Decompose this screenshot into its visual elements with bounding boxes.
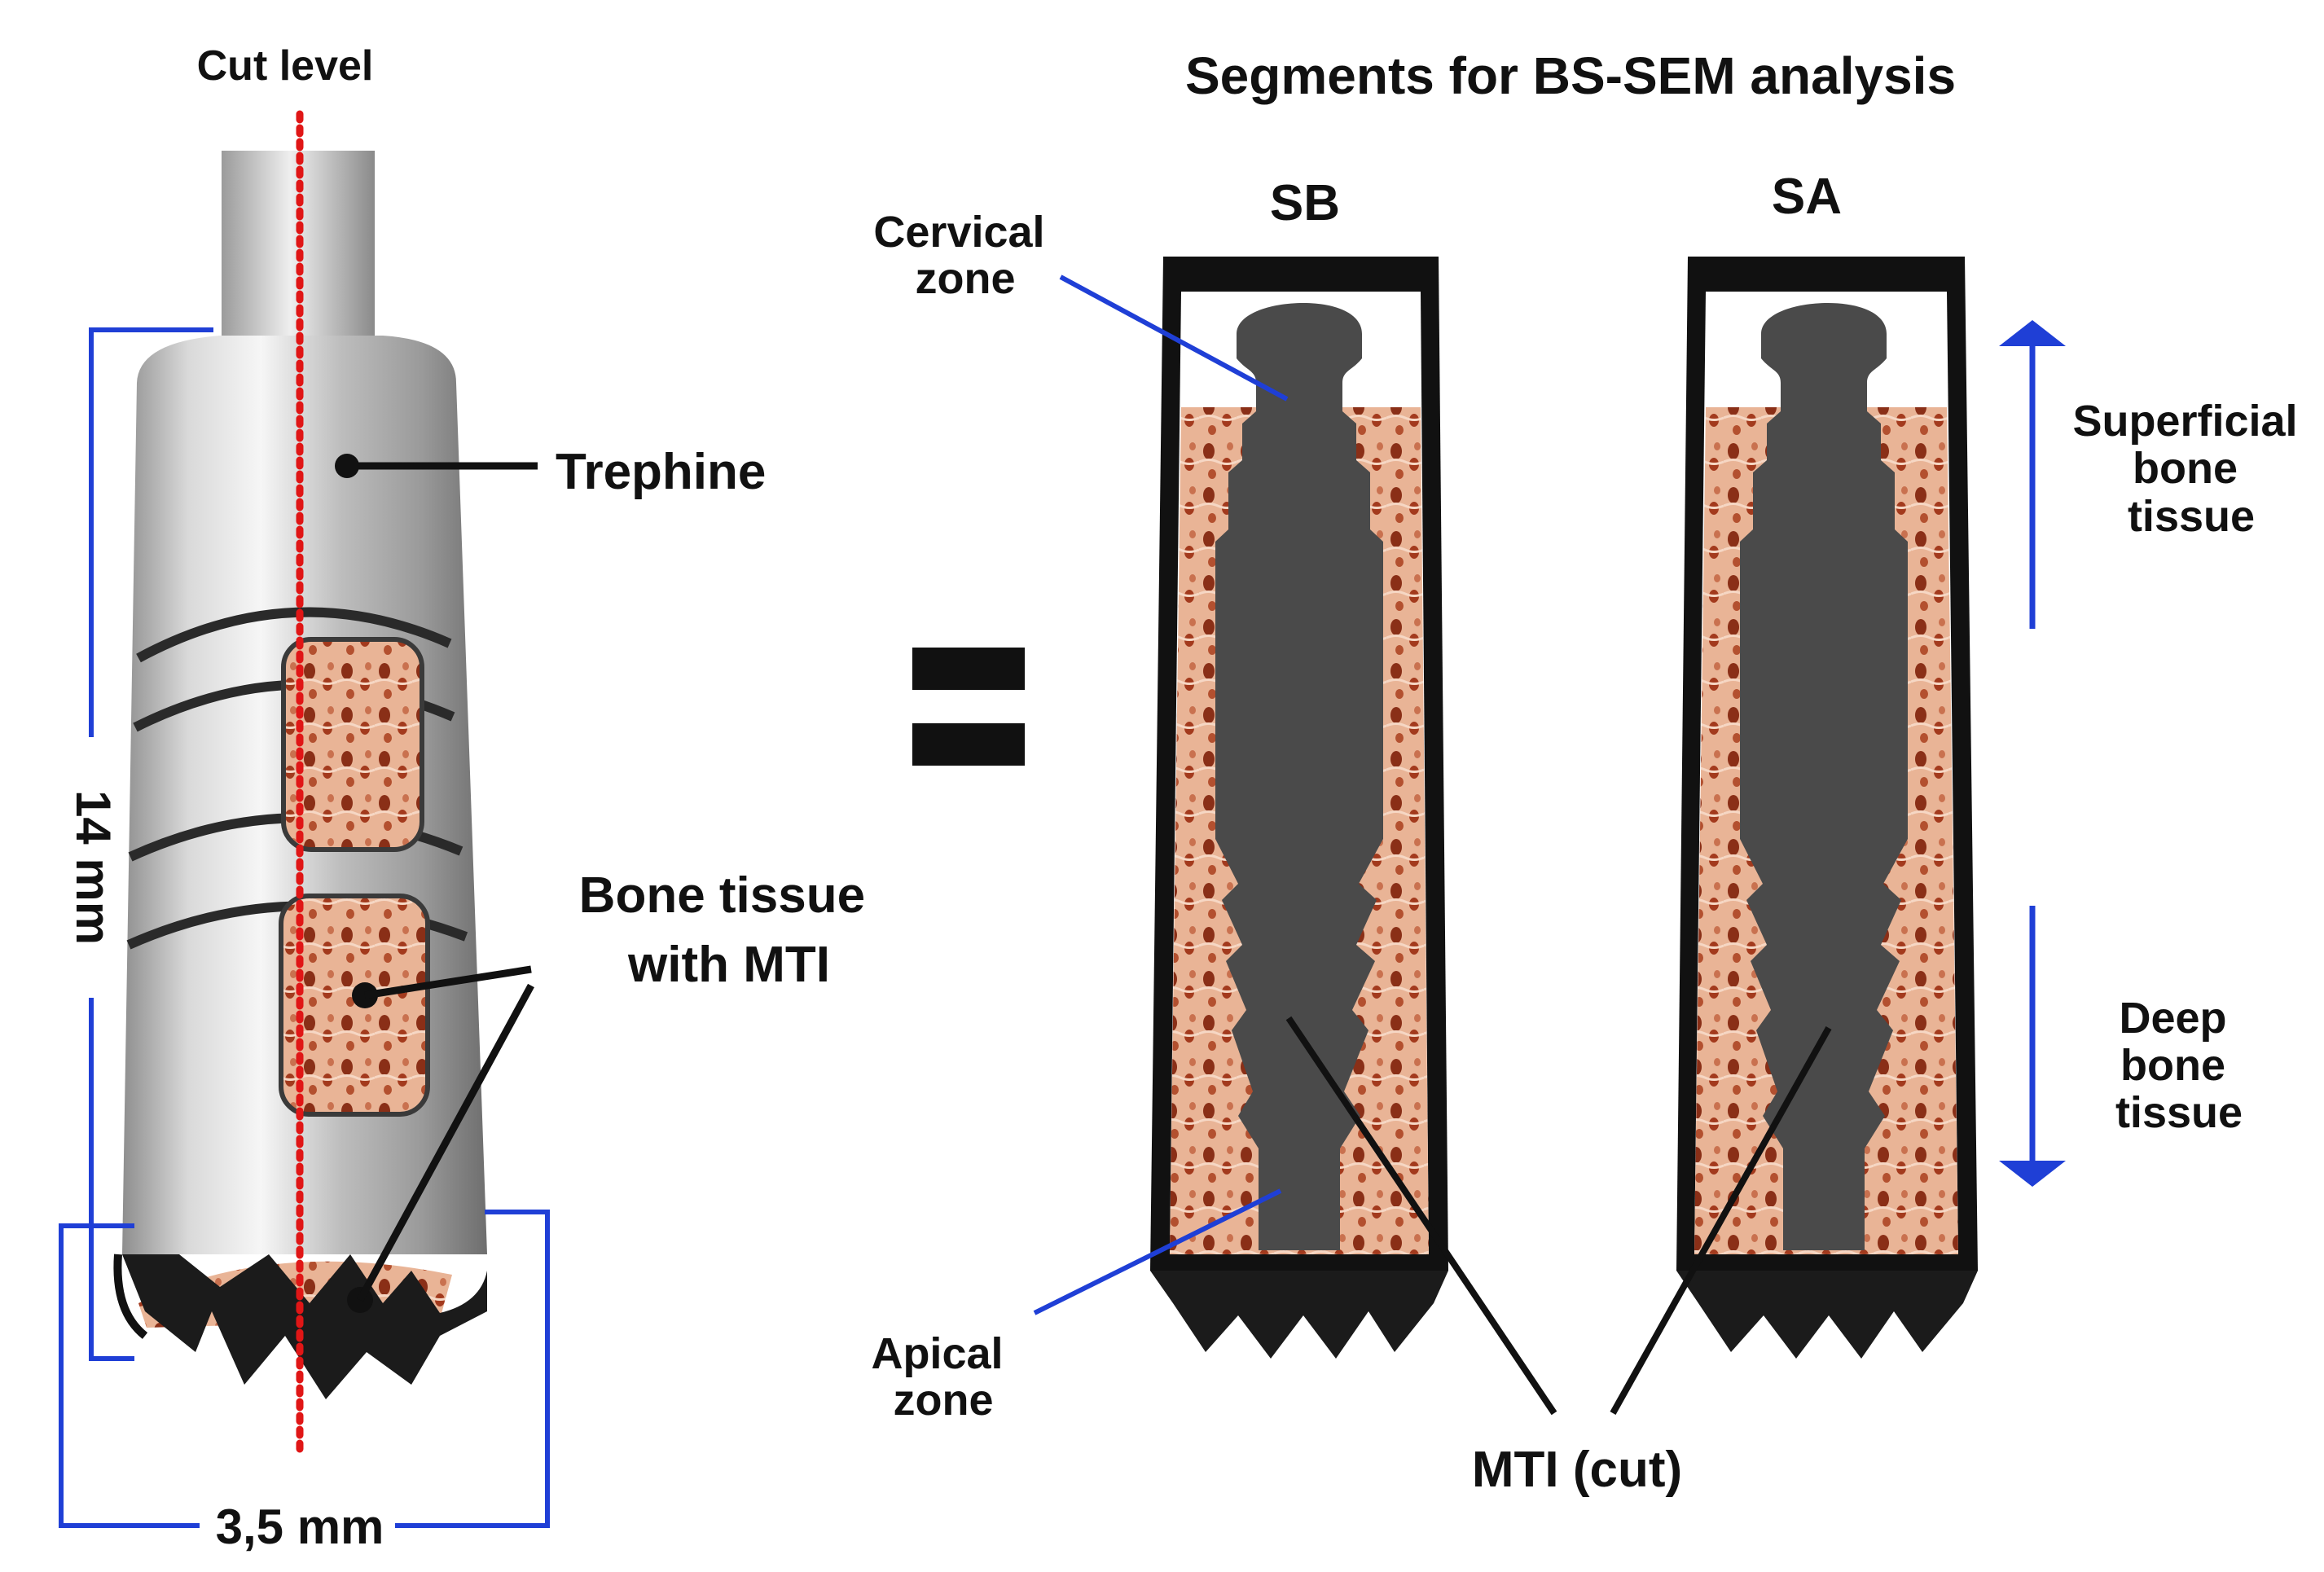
segment-sa (1676, 257, 1978, 1359)
cervical-zone-line1: Cervical (873, 208, 1044, 257)
cervical-zone-pointer (1059, 274, 1289, 402)
trephine-drill (113, 151, 487, 1399)
deep-line2: bone (2120, 1041, 2225, 1090)
trephine-rim (113, 1254, 148, 1339)
bone-window-upper (281, 637, 424, 852)
equals-bar-bottom (912, 723, 1025, 766)
length-bracket (89, 327, 213, 1361)
trephine-label: Trephine (556, 444, 766, 500)
mti-pointer-sa (1610, 1026, 1832, 1415)
apical-zone-line1: Apical (871, 1329, 1003, 1378)
bone-tissue-label-line1: Bone tissue (579, 867, 865, 924)
mti-pointer-sb (1285, 1016, 1557, 1416)
superficial-line1: Superficial (2072, 397, 2297, 446)
segments-title: Segments for BS-SEM analysis (1185, 46, 1956, 105)
trephine-groove (136, 607, 452, 663)
deep-arrow-head (1999, 1161, 2066, 1187)
width-bracket (59, 1210, 550, 1528)
segment-sb-implant (1215, 303, 1383, 1250)
deep-bone-label: Deep bone tissue (2115, 994, 2243, 1137)
segment-sa-teeth (1676, 1271, 1978, 1359)
cervical-zone-line2: zone (915, 254, 1015, 303)
segment-sa-implant (1740, 303, 1908, 1250)
segment-sa-label: SA (1772, 169, 1842, 225)
equals-bar-top (912, 648, 1025, 690)
segment-sb-teeth (1150, 1271, 1448, 1359)
superficial-bone-label: Superficial bone tissue (2072, 397, 2309, 541)
superficial-arrow-head (1999, 320, 2066, 346)
cut-level-label: Cut level (197, 42, 374, 90)
bone-window-lower (279, 894, 430, 1117)
bone-tissue-label: Bone tissue with MTI (579, 867, 880, 993)
equals-sign (912, 648, 1025, 766)
deep-arrow (1999, 906, 2066, 1187)
superficial-arrow (1999, 320, 2066, 629)
apical-zone-line2: zone (893, 1376, 993, 1425)
mti-cut-label: MTI (cut) (1472, 1442, 1682, 1498)
segment-sb-label: SB (1270, 175, 1340, 231)
deep-line3: tissue (2115, 1088, 2243, 1137)
length-label: 14 mm (66, 790, 121, 945)
cutting-teeth (122, 1254, 487, 1399)
apical-zone-pointer (1033, 1188, 1282, 1315)
bone-tissue-label-line2: with MTI (627, 937, 830, 993)
apical-zone-label: Apical zone (871, 1329, 1015, 1425)
cervical-zone-label: Cervical zone (873, 208, 1057, 303)
width-label: 3,5 mm (216, 1500, 384, 1554)
deep-line1: Deep (2119, 994, 2226, 1043)
superficial-line2: bone (2133, 444, 2238, 493)
bone-pointer-line-upper (364, 965, 532, 999)
segment-sb (1150, 257, 1448, 1359)
superficial-line3: tissue (2128, 492, 2255, 541)
bone-pointer-line-lower (357, 983, 534, 1302)
